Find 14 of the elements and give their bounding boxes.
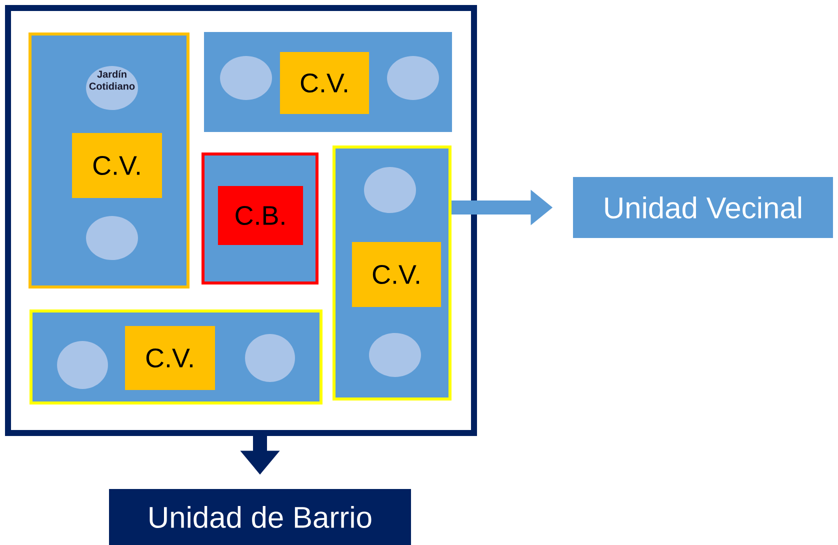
- center-box: C.V.: [72, 132, 162, 198]
- center-box: C.B.: [218, 186, 304, 245]
- circle: [387, 56, 439, 100]
- circle: [364, 167, 416, 213]
- circle: [220, 56, 272, 100]
- center-box: C.V.: [352, 242, 442, 308]
- label-box: Unidad Vecinal: [573, 176, 833, 238]
- circle: [57, 341, 108, 389]
- circle: [245, 334, 295, 382]
- circle: [369, 333, 421, 377]
- circle: [86, 216, 138, 260]
- center-box: C.V.: [280, 52, 370, 114]
- center-box: C.V.: [125, 326, 215, 390]
- label-box: Unidad de Barrio: [109, 489, 411, 545]
